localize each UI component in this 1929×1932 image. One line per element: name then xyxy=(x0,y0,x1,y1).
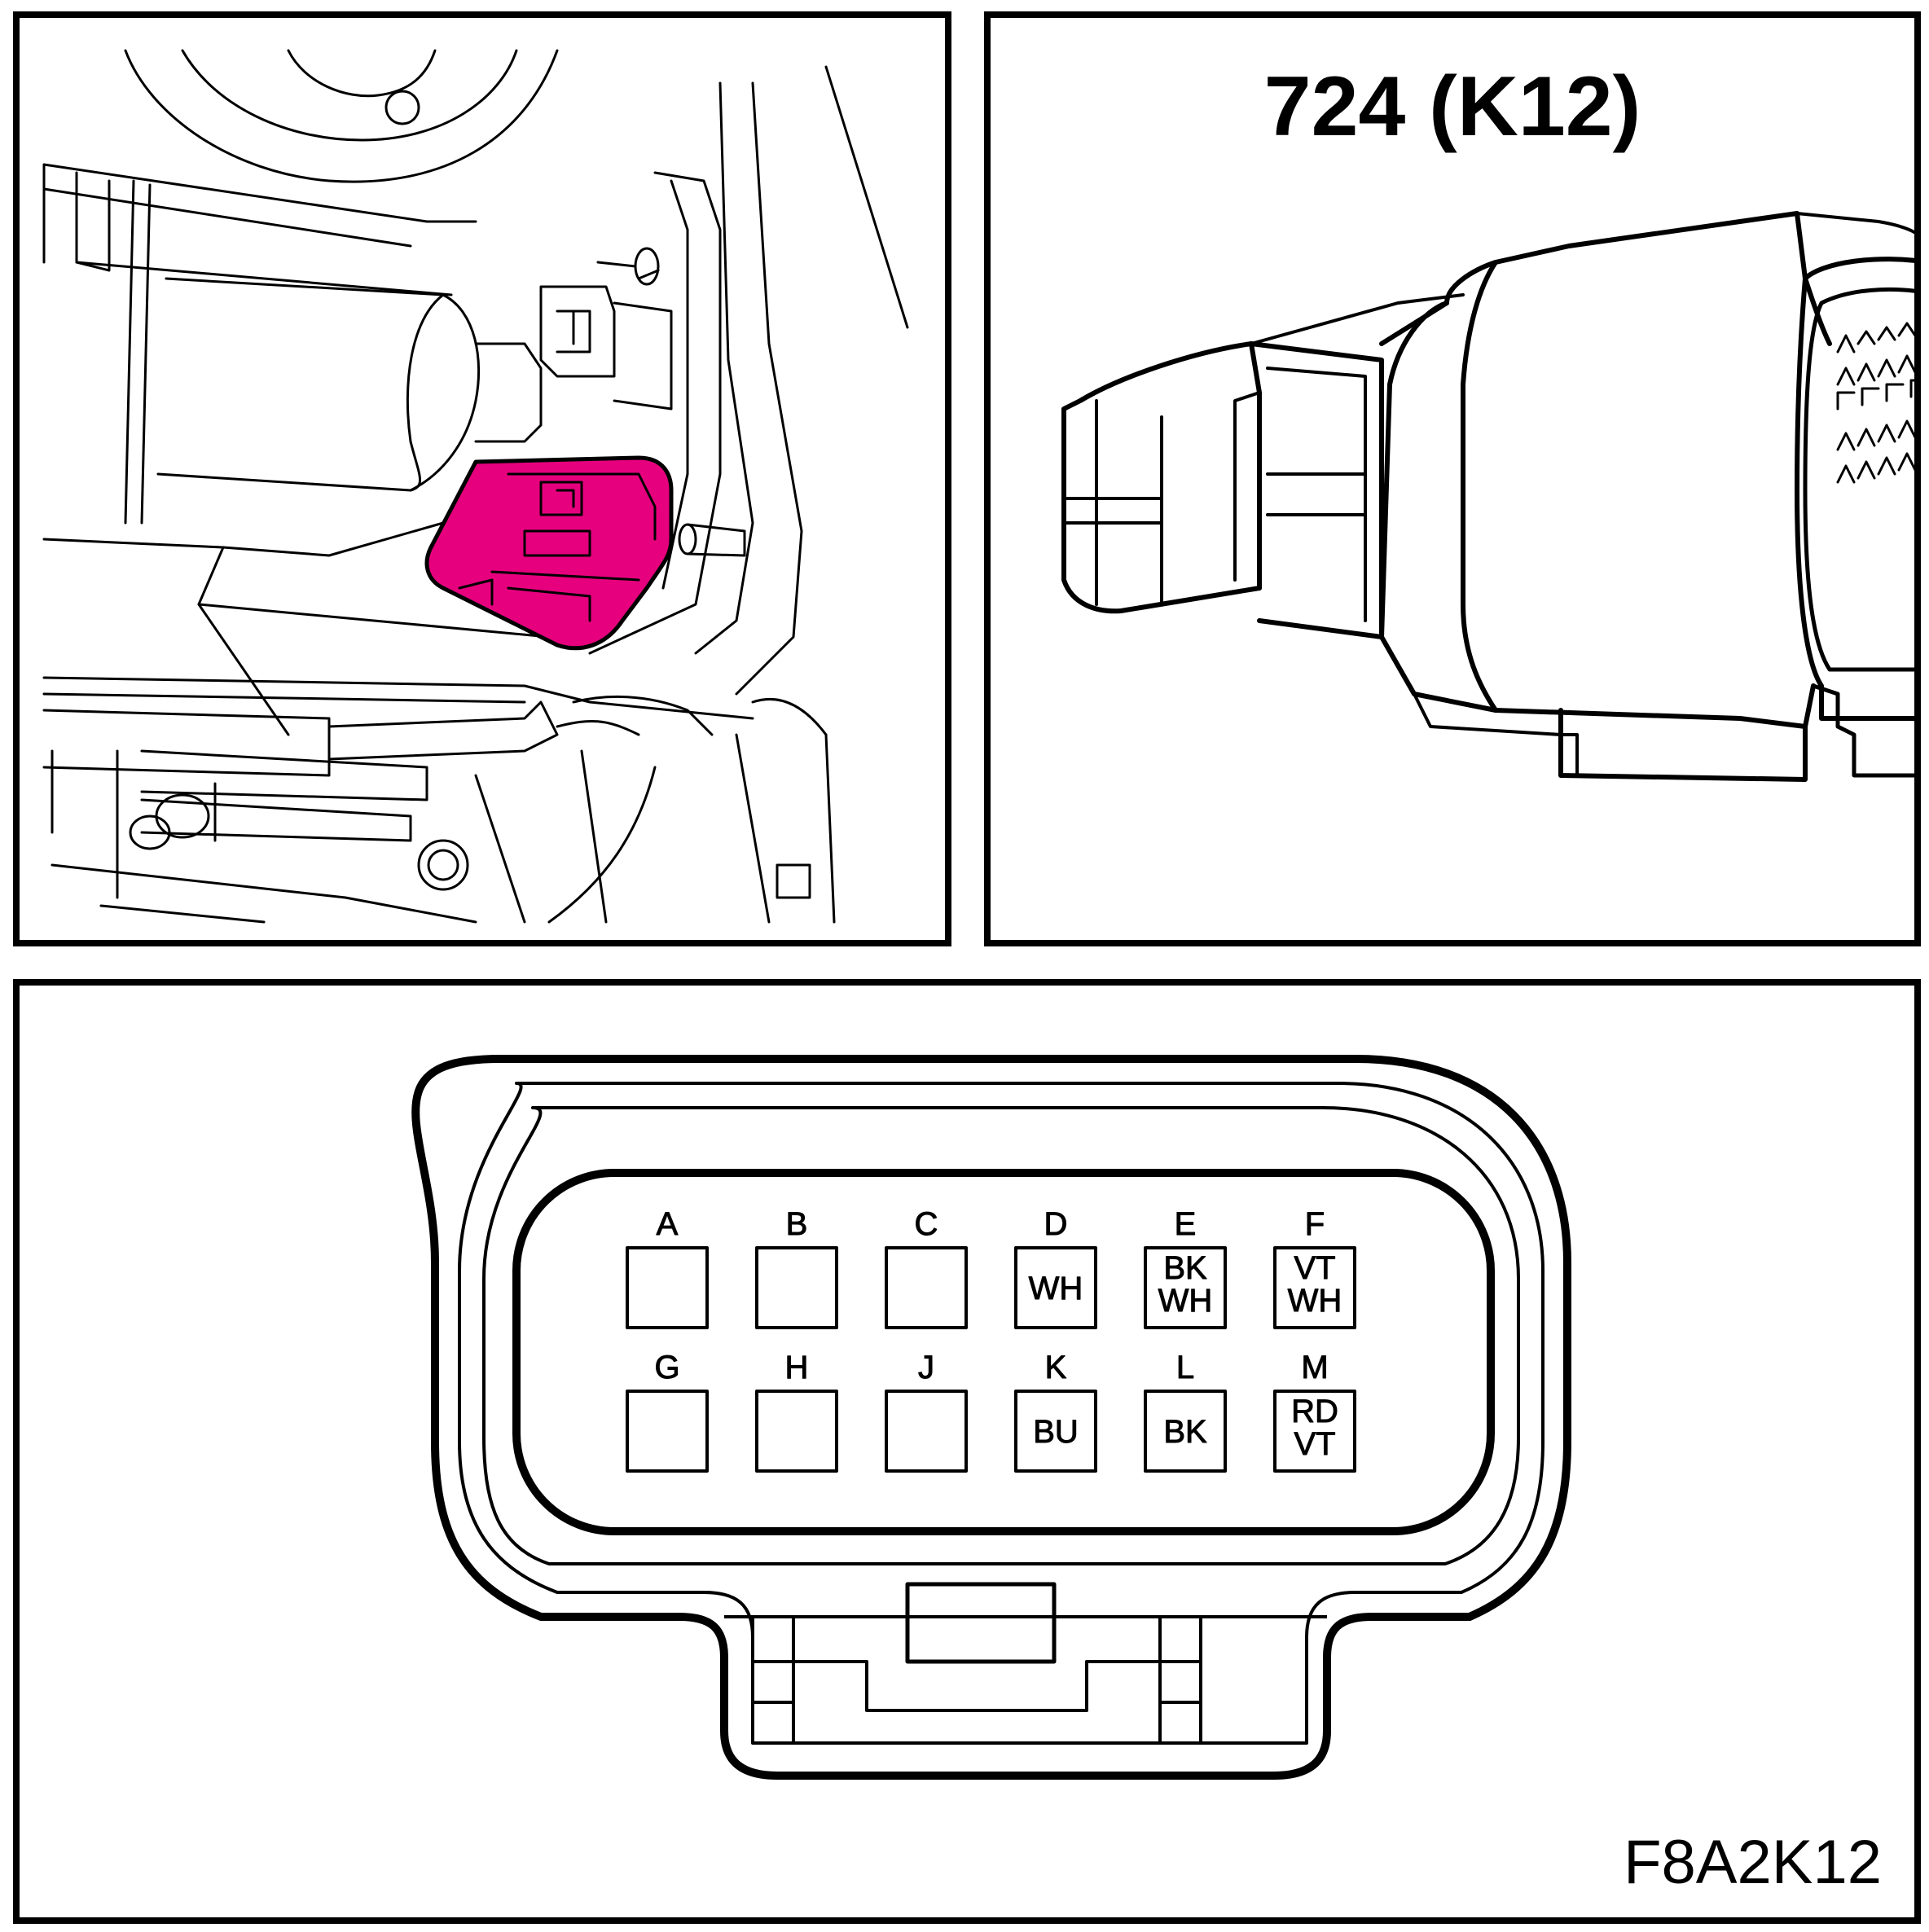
lock-window xyxy=(905,1582,1057,1664)
connector-view-panel: 724 (K12) xyxy=(984,11,1921,946)
pin-cavity-H xyxy=(755,1390,838,1473)
pin-label-L: L xyxy=(1176,1350,1194,1385)
highlighted-connector xyxy=(424,455,674,651)
pin-label-J: J xyxy=(918,1350,934,1385)
diagram-code: F8A2K12 xyxy=(1624,1828,1882,1897)
engine-bay-drawing xyxy=(42,49,909,924)
inner-cavity xyxy=(512,1169,1495,1535)
pin-wire-color-F: WH xyxy=(1288,1283,1342,1319)
pin-wire-color-L: BK xyxy=(1163,1414,1207,1450)
pin-cavity-M xyxy=(1273,1390,1356,1473)
pin-cavity-G xyxy=(626,1390,709,1473)
pin-wire-color-E: WH xyxy=(1158,1283,1213,1319)
pin-label-K: K xyxy=(1045,1350,1067,1385)
pin-cavity-A xyxy=(626,1246,709,1329)
pin-wire-color-M: RD xyxy=(1291,1394,1338,1429)
pin-label-B: B xyxy=(786,1206,808,1242)
outer-shell xyxy=(411,1055,1571,1780)
pin-label-F: F xyxy=(1305,1206,1325,1242)
pin-cavity-E xyxy=(1144,1246,1227,1329)
pin-cavity-C xyxy=(885,1246,968,1329)
pin-label-D: D xyxy=(1044,1206,1068,1242)
pin-label-E: E xyxy=(1175,1206,1197,1242)
pin-cavity-F xyxy=(1273,1246,1356,1329)
pin-cavity-K xyxy=(1014,1390,1097,1473)
pin-wire-color-M: VT xyxy=(1294,1426,1335,1462)
pin-wire-color-D: WH xyxy=(1029,1271,1083,1306)
pin-label-G: G xyxy=(654,1350,679,1385)
pin-label-A: A xyxy=(657,1206,679,1242)
pin-wire-color-F: VT xyxy=(1294,1250,1335,1286)
pin-wire-color-K: BU xyxy=(1033,1414,1079,1450)
pin-label-H: H xyxy=(785,1350,809,1385)
pin-cavity-J xyxy=(885,1390,968,1473)
pin-cavity-L xyxy=(1144,1390,1227,1473)
pin-cavity-D xyxy=(1014,1246,1097,1329)
connector-3d-drawing xyxy=(1061,211,1914,782)
pin-label-C: C xyxy=(915,1206,938,1242)
pin-label-M: M xyxy=(1301,1350,1328,1385)
pin-wire-color-E: BK xyxy=(1163,1250,1207,1286)
pin-cavity-B xyxy=(755,1246,838,1329)
connector-title: 724 (K12) xyxy=(1263,59,1641,154)
location-panel xyxy=(13,11,951,946)
